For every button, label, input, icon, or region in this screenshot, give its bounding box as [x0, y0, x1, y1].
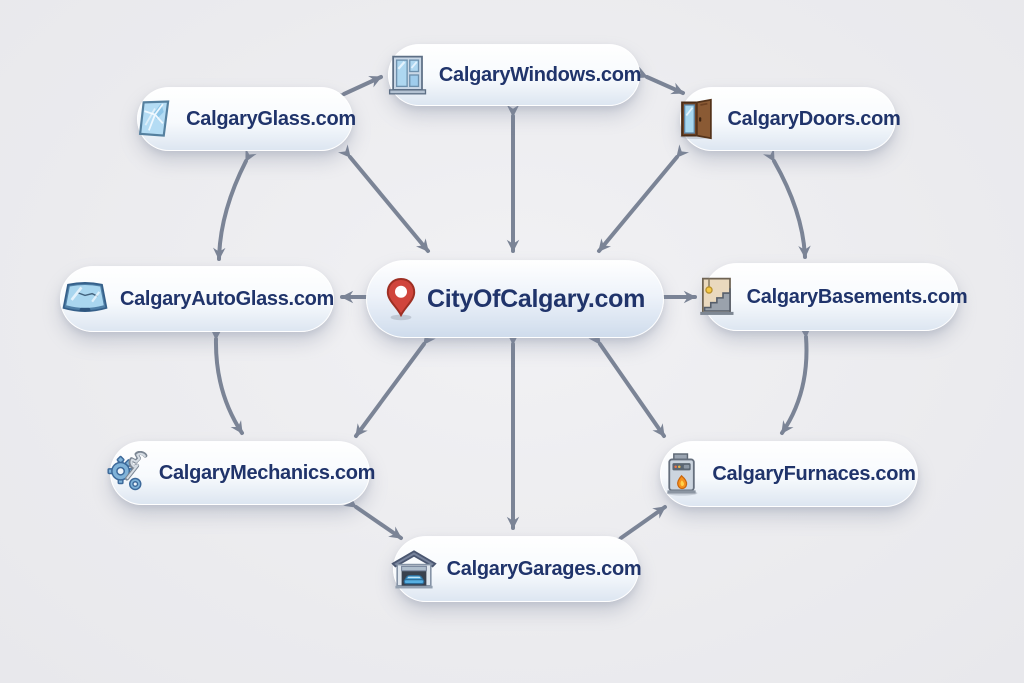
windshield-icon [60, 279, 110, 319]
node-label: CalgaryMechanics.com [158, 461, 376, 484]
node-calgarygarages: CalgaryGarages.com [390, 536, 642, 602]
connector-center-mechanics [354, 331, 436, 438]
gear-wrench-icon [105, 451, 149, 495]
node-label: CalgaryAutoGlass.com [119, 287, 335, 310]
node-calgarywindows: CalgaryWindows.com [387, 44, 642, 106]
map-pin-icon [385, 277, 417, 321]
connector-center-furnaces [588, 331, 666, 438]
node-cityofcalgary: CityOfCalgary.com [366, 260, 664, 338]
connector-doors-basements [763, 148, 811, 259]
connector-glass-autoglass [212, 148, 257, 261]
connector-windows-doors [634, 66, 685, 95]
node-calgaryfurnaces: CalgaryFurnaces.com [660, 441, 918, 507]
node-label: CityOfCalgary.com [426, 284, 646, 313]
node-label: CalgaryGlass.com [186, 107, 356, 130]
node-calgarydoors: CalgaryDoors.com [680, 87, 901, 151]
connector-garages-furnaces [608, 505, 667, 550]
open-door-icon [675, 98, 717, 140]
window-icon [387, 54, 429, 96]
connector-autoglass-mechanics [209, 327, 244, 435]
node-calgaryglass: CalgaryGlass.com [134, 87, 356, 151]
broken-glass-icon [134, 98, 176, 140]
connector-mechanics-garages [343, 495, 403, 540]
node-label: CalgaryWindows.com [438, 63, 642, 86]
node-calgarymechanics: CalgaryMechanics.com [107, 441, 375, 505]
node-label: CalgaryGarages.com [446, 557, 642, 580]
connector-glass-windows [331, 75, 383, 105]
connector-center-doors [597, 144, 689, 253]
basement-stairs-icon [695, 276, 737, 318]
furnace-icon [662, 452, 702, 496]
node-calgaryautoglass: CalgaryAutoGlass.com [60, 266, 334, 332]
connector-center-glass [338, 144, 430, 253]
node-label: CalgaryFurnaces.com [712, 462, 916, 485]
node-label: CalgaryDoors.com [727, 107, 901, 130]
node-calgarybasements: CalgaryBasements.com [699, 263, 968, 331]
connector-basements-furnaces [780, 325, 812, 435]
node-label: CalgaryBasements.com [746, 285, 968, 308]
garage-icon [390, 548, 437, 590]
